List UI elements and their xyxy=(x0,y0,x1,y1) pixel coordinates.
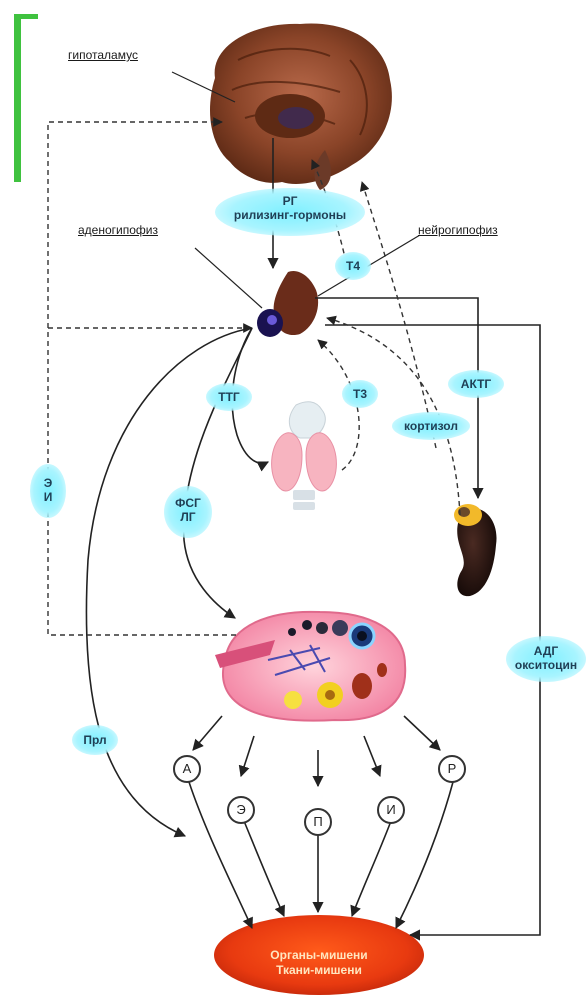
hormone-circle-p: П xyxy=(304,808,332,836)
bubble-adg-oxytocin: АДГ окситоцин xyxy=(506,636,586,682)
bubble-releasing-hormones: РГ рилизинг-гормоны xyxy=(215,188,365,236)
oxytocin-label: окситоцин xyxy=(506,658,586,672)
hormone-circle-i: И xyxy=(377,796,405,824)
kidney-illustration xyxy=(454,504,497,596)
hormone-circle-e: Э xyxy=(227,796,255,824)
bubble-ttg: ТТГ xyxy=(206,383,252,411)
pituitary-illustration xyxy=(257,271,318,337)
thyroid-illustration xyxy=(272,402,337,510)
bubble-t3: T3 xyxy=(342,380,378,408)
target-organs-label: Органы-мишени xyxy=(229,948,409,963)
rg-full-label: рилизинг-гормоны xyxy=(215,208,365,222)
e-label: Э xyxy=(30,476,66,490)
label-hypothalamus: гипоталамус xyxy=(68,49,138,62)
bubble-actg: АКТГ xyxy=(448,370,504,398)
hormone-circle-r: Р xyxy=(438,755,466,783)
ovary-illustration xyxy=(215,612,405,721)
bubble-cortisol: кортизол xyxy=(392,412,470,440)
bubble-prl: Прл xyxy=(72,725,118,755)
accent-bar xyxy=(14,14,21,182)
label-neurohypophysis: нейрогипофиз xyxy=(418,224,498,237)
label-adenohypophysis: аденогипофиз xyxy=(78,224,158,237)
fsg-label: ФСГ xyxy=(164,496,212,510)
lg-label: ЛГ xyxy=(164,510,212,524)
accent-bar-cap xyxy=(14,14,38,19)
brain-illustration xyxy=(210,23,392,190)
adg-label: АДГ xyxy=(506,644,586,658)
rg-short-label: РГ xyxy=(215,194,365,208)
hormone-circle-a: А xyxy=(173,755,201,783)
i-label: И xyxy=(30,490,66,504)
bubble-fsg-lg: ФСГ ЛГ xyxy=(164,486,212,538)
bubble-e-i: Э И xyxy=(30,464,66,518)
target-organs-text: Органы-мишени Ткани-мишени xyxy=(229,948,409,978)
target-tissues-label: Ткани-мишени xyxy=(229,963,409,978)
bubble-t4: T4 xyxy=(335,252,371,280)
